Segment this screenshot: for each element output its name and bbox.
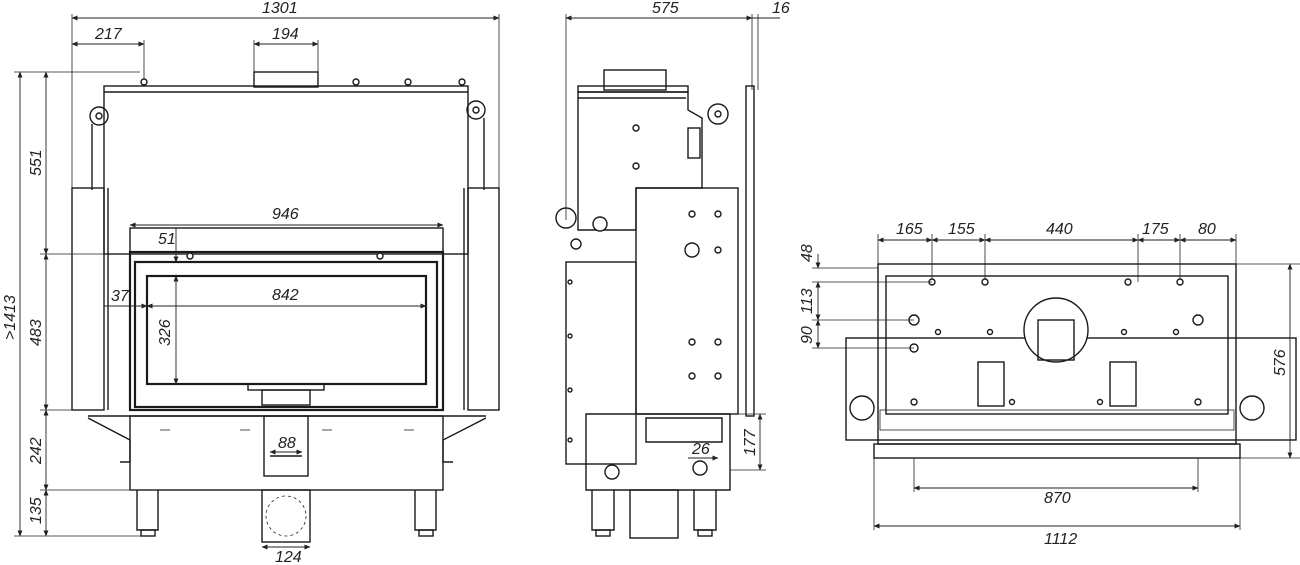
dim-top-seg5: 80 [1198, 221, 1216, 238]
dim-front-air-inlet: 88 [278, 435, 296, 452]
dim-side-inlet-offset: 26 [691, 441, 710, 458]
dim-front-middle-height: 483 [28, 319, 45, 346]
dim-front-glass-width: 842 [272, 287, 299, 304]
dim-front-upper-height: 551 [28, 149, 45, 176]
dim-top-v2: 113 [799, 288, 816, 314]
dim-front-glass-height: 326 [157, 319, 174, 346]
dim-top-seg4: 175 [1142, 221, 1169, 238]
dim-top-seg3: 440 [1046, 221, 1073, 238]
dim-top-v1: 48 [799, 244, 816, 262]
dim-side-door-offset: 16 [772, 0, 790, 17]
dim-front-frame-width: 946 [272, 206, 299, 223]
dim-top-seg1: 165 [896, 221, 923, 238]
dim-top-total-width: 1112 [1044, 531, 1077, 548]
dim-front-height-total: >1413 [2, 295, 19, 340]
dim-front-flue: 194 [272, 26, 299, 43]
dim-top-v3: 90 [799, 326, 816, 344]
dim-side-depth: 575 [652, 0, 679, 17]
dim-front-side-gap: 37 [111, 288, 130, 305]
dim-front-lower-height: 242 [28, 437, 45, 465]
top-view: 165 155 440 175 80 [799, 221, 1300, 548]
dim-top-inner-width: 870 [1044, 490, 1071, 507]
dim-front-leg-height: 135 [28, 497, 45, 524]
dim-front-left-offset: 217 [94, 26, 123, 43]
dim-side-inlet-height: 177 [742, 428, 759, 456]
dim-front-air-duct: 124 [275, 549, 302, 565]
side-view: 575 16 [555, 0, 790, 539]
front-view: 1301 217 194 [2, 0, 500, 565]
dim-top-depth: 576 [1272, 349, 1289, 376]
dim-top-seg2: 155 [948, 221, 975, 238]
dim-front-width: 1301 [262, 0, 298, 17]
dim-front-frame-top: 51 [158, 231, 176, 248]
